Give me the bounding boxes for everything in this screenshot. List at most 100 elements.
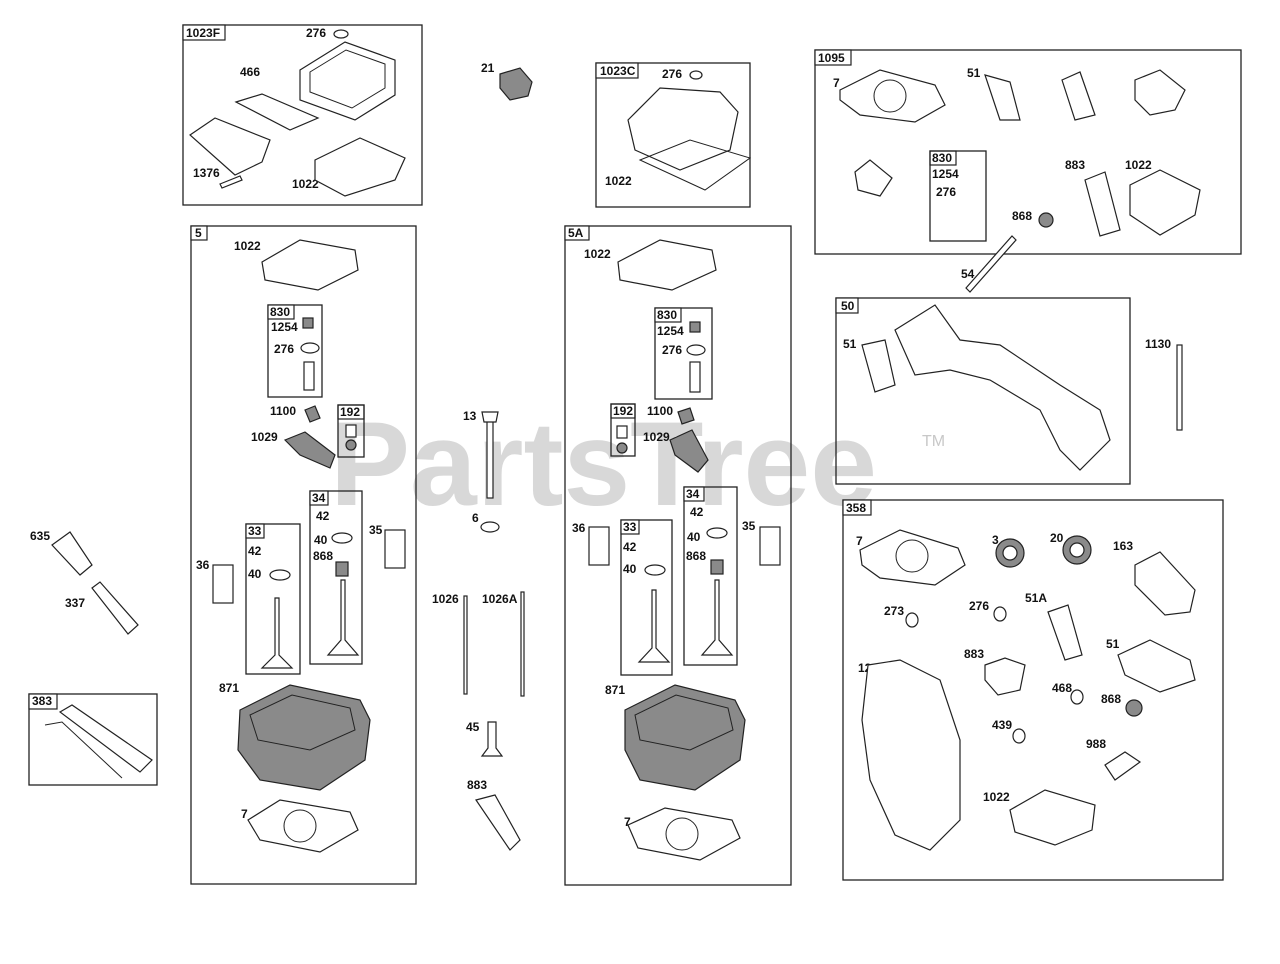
tag-830: 830 [932, 151, 952, 165]
label-1029: 1029 [251, 430, 278, 444]
label-36: 36 [572, 521, 586, 535]
gasket-icon [1134, 69, 1186, 116]
label-276: 276 [662, 343, 682, 357]
tag-33: 33 [623, 520, 637, 534]
washer-icon [300, 342, 320, 354]
label-45: 45 [466, 720, 480, 734]
tag-33: 33 [248, 524, 262, 538]
label-871: 871 [605, 683, 625, 697]
group-383: 383 [28, 693, 158, 786]
tag-1023c: 1023C [600, 64, 636, 78]
gasket-163-icon [1134, 551, 1196, 616]
cap-1100-icon [304, 405, 321, 423]
pivot-icon [345, 424, 357, 438]
label-466: 466 [240, 65, 260, 79]
retainer-icon [644, 564, 666, 576]
valve-icon [700, 579, 734, 656]
label-13: 13 [463, 409, 477, 423]
nut-icon [345, 439, 357, 451]
cylinder-head-icon [237, 684, 371, 791]
washer-icon [686, 344, 706, 356]
tappet-45-icon [480, 721, 504, 757]
tag-5a: 5A [568, 226, 584, 240]
label-988: 988 [1086, 737, 1106, 751]
hex-key-icon [44, 721, 123, 779]
watermark-text: PartsTree [330, 397, 877, 531]
valve-cover-icon [627, 87, 739, 171]
label-42: 42 [248, 544, 262, 558]
label-276: 276 [274, 342, 294, 356]
label-40b: 40 [687, 530, 701, 544]
head-gasket-icon [247, 799, 359, 853]
gasket-51-icon [984, 74, 1021, 121]
head-gasket-icon [627, 807, 741, 861]
bolt-icon [219, 175, 243, 189]
label-276: 276 [936, 185, 956, 199]
valve-icon [260, 597, 294, 669]
retainer-icon [331, 532, 353, 544]
label-42b: 42 [690, 505, 704, 519]
label-1376: 1376 [193, 166, 220, 180]
group-1023f: 1023F 276 466 1376 1022 [182, 24, 423, 206]
tag-34: 34 [312, 491, 326, 505]
exhaust-manifold-icon [894, 304, 1111, 471]
ring-276-icon [993, 606, 1007, 622]
rocker-arm-icon [283, 431, 336, 469]
gasket-1022-icon [1009, 789, 1096, 846]
washer-icon [333, 29, 349, 39]
label-40: 40 [623, 562, 637, 576]
group-5a: 5A 1022 830 1254 276 192 1100 1029 34 42… [564, 225, 792, 886]
gasket-883-icon [984, 657, 1026, 696]
gasket-icon [234, 93, 320, 131]
group-50: 50 51 [835, 297, 1131, 485]
label-1130: 1130 [1145, 337, 1171, 351]
label-40: 40 [248, 567, 262, 581]
spark-plug-cap-icon [51, 531, 93, 576]
label-21: 21 [481, 61, 495, 75]
seal-icon [335, 561, 349, 577]
valve-cover-icon [299, 41, 396, 121]
spring-36-icon [588, 526, 610, 566]
nut-icon [616, 442, 628, 454]
washer-6-icon [480, 521, 500, 533]
gasket-1022-icon [617, 239, 717, 291]
label-276: 276 [662, 67, 682, 81]
label-1022: 1022 [292, 177, 319, 191]
label-51: 51 [843, 337, 857, 351]
label-51: 51 [1106, 637, 1120, 651]
spring-35-icon [384, 529, 406, 569]
label-868: 868 [1101, 692, 1121, 706]
label-7: 7 [856, 534, 863, 548]
valve-icon [637, 589, 671, 663]
gasket-883-icon [1084, 171, 1121, 237]
label-1254: 1254 [271, 320, 298, 334]
label-1026: 1026 [432, 592, 459, 606]
label-1254: 1254 [932, 167, 959, 181]
label-20: 20 [1050, 531, 1064, 545]
tag-50: 50 [841, 299, 855, 313]
tag-1095: 1095 [818, 51, 845, 65]
label-42: 42 [623, 540, 637, 554]
valve-icon [326, 579, 360, 656]
label-1022: 1022 [1125, 158, 1152, 172]
cap-1100-icon [677, 407, 695, 425]
label-337: 337 [65, 596, 85, 610]
group-5: 5 1022 830 1254 276 1100 192 1029 34 42 … [190, 225, 417, 885]
label-51a: 51A [1025, 591, 1047, 605]
tag-358: 358 [846, 501, 866, 515]
ring-273-icon [905, 612, 919, 628]
label-883: 883 [467, 778, 487, 792]
seal-icon [710, 559, 724, 575]
group-1023c: 1023C 276 1022 [595, 62, 752, 208]
tag-1023f: 1023F [186, 26, 220, 40]
tag-34: 34 [686, 487, 700, 501]
label-1022: 1022 [234, 239, 261, 253]
seal-868-icon [1125, 699, 1143, 717]
label-163: 163 [1113, 539, 1133, 553]
nut-icon [302, 317, 314, 329]
gasket-1022-icon [314, 137, 406, 197]
group-1095: 1095 7 51 830 1254 276 883 1022 868 [814, 49, 1242, 255]
label-3: 3 [992, 533, 999, 547]
label-468: 468 [1052, 681, 1072, 695]
